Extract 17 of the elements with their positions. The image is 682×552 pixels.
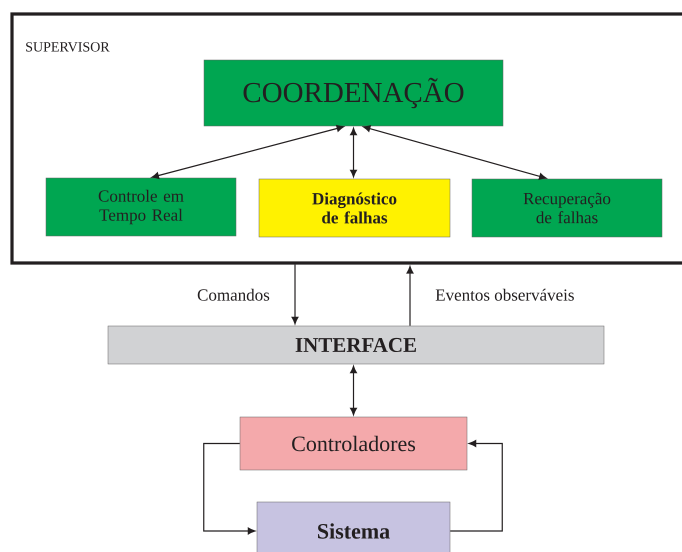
arrow [350,128,357,178]
arrow [292,264,298,324]
edge-label: Eventos observáveis [436,288,574,301]
arrow [350,366,357,416]
arrow [362,125,547,180]
arrow [406,266,414,326]
arrow [450,440,503,532]
process-box: Sistema [256,502,450,552]
edge-label: Comandos [198,288,270,301]
process-box: Controladores [240,416,468,470]
arrow [203,442,256,534]
process-box: Controle em Tempo Real [46,178,236,236]
process-box: Recuperação de falhas [472,178,662,238]
interface-bar: INTERFACE [108,326,604,364]
process-box: Diagnóstico de falhas [258,178,450,238]
process-box: COORDENAÇÃO [204,60,504,126]
arrow [151,125,344,179]
